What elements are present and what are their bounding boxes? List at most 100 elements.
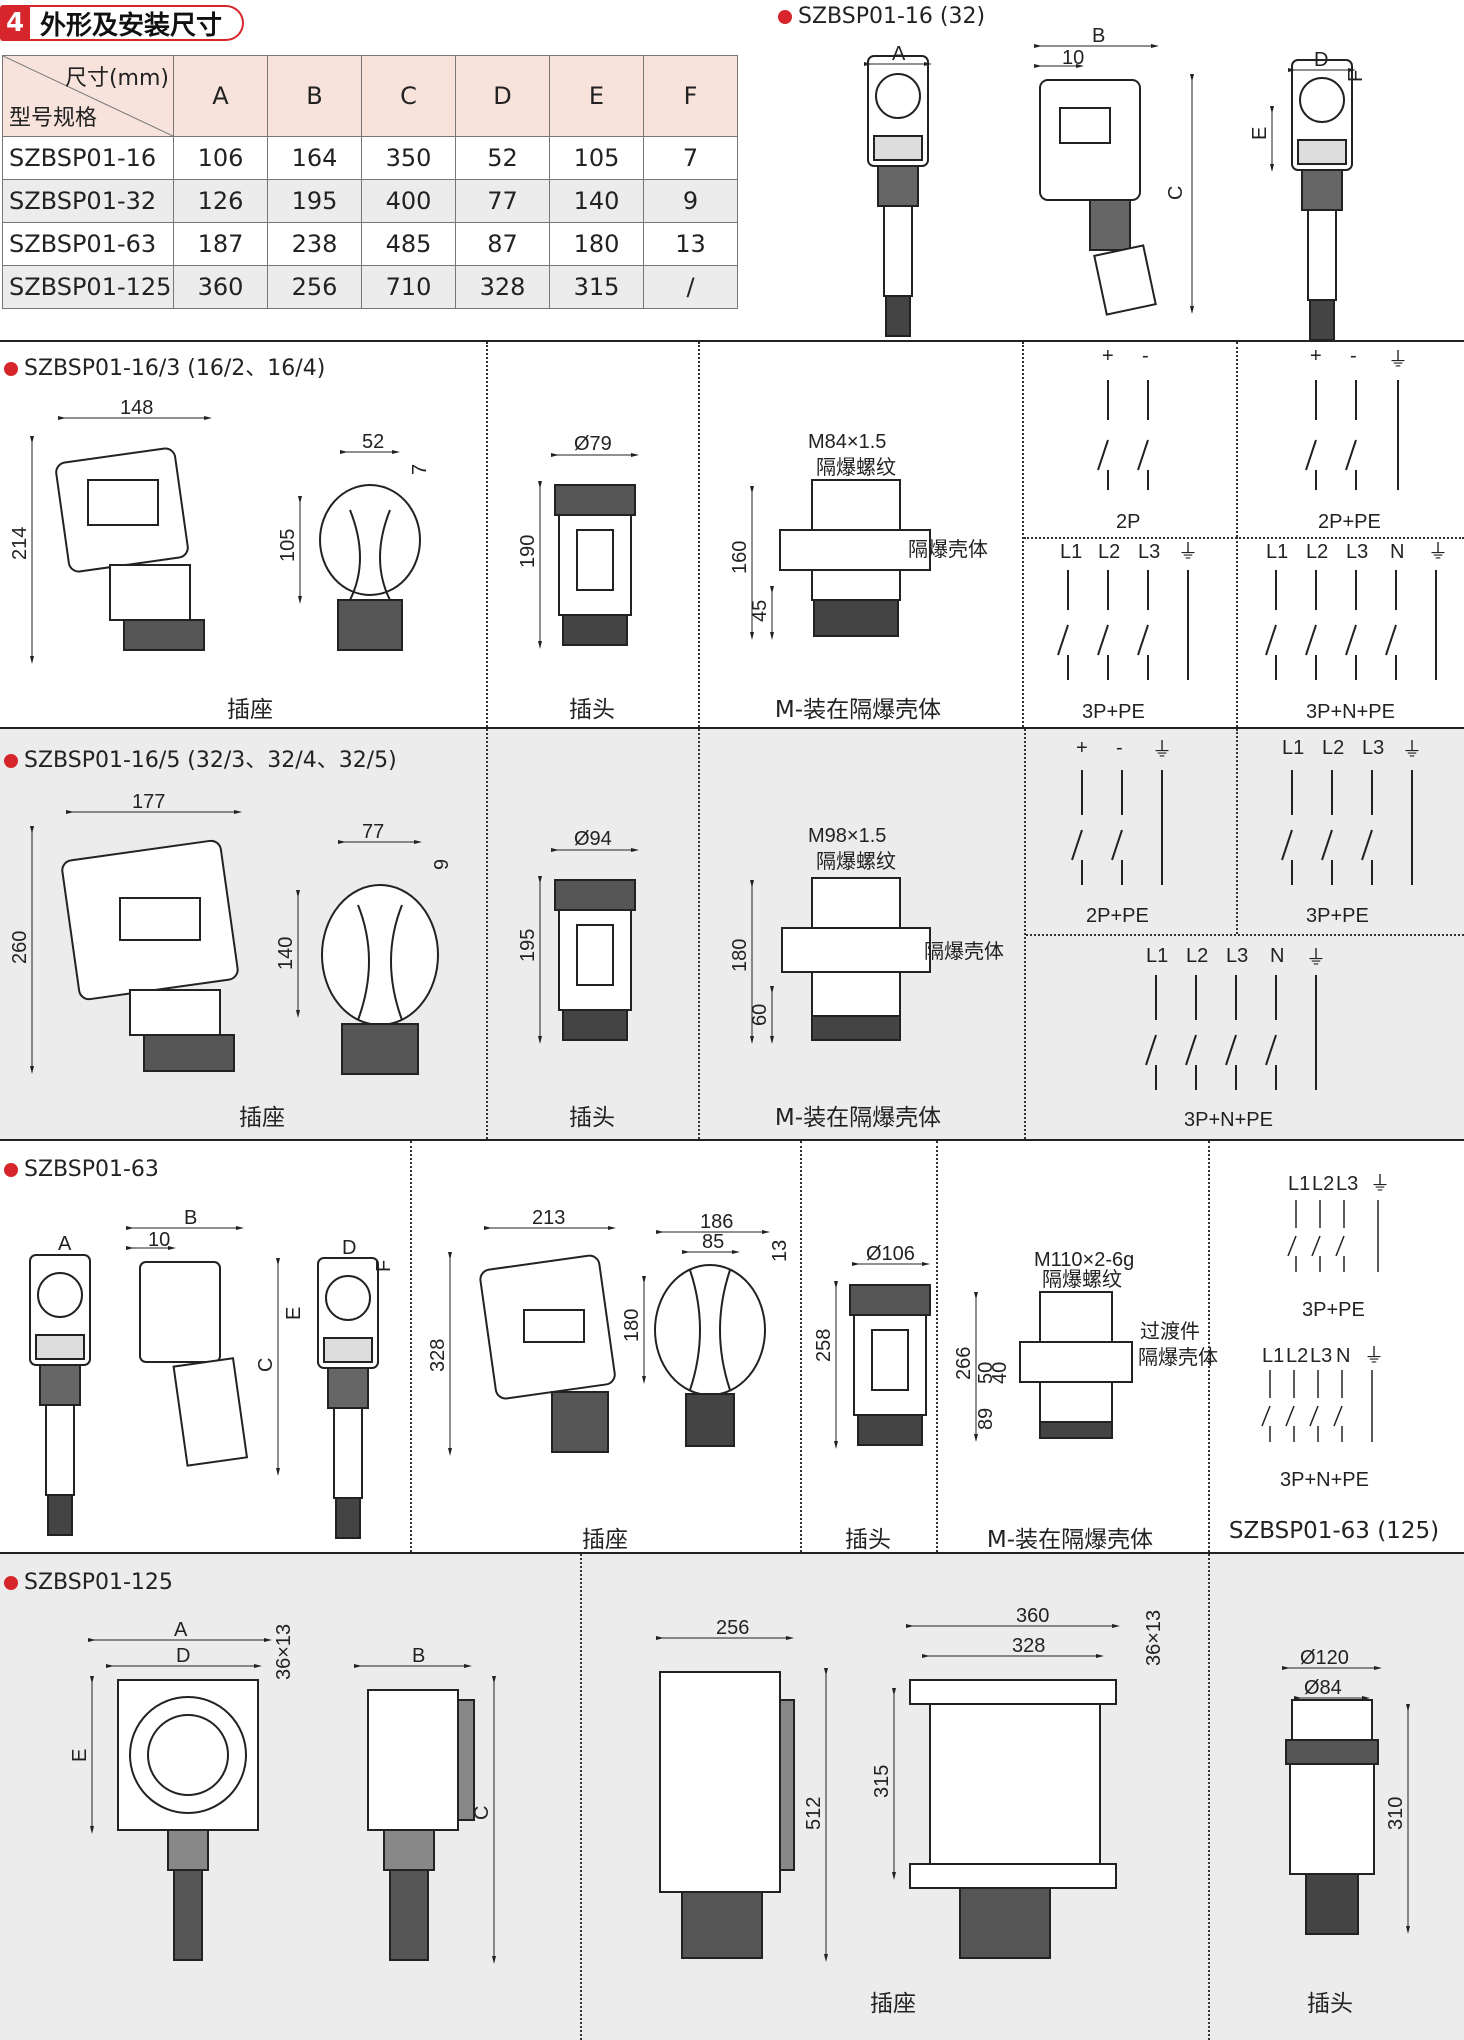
svg-text:214: 214 (9, 527, 31, 560)
svg-text:B: B (1092, 25, 1105, 47)
svg-text:+: + (1076, 737, 1088, 759)
svg-text:N: N (1336, 1345, 1350, 1367)
wiring-divider (1024, 537, 1464, 539)
value-cell: 105 (549, 136, 644, 180)
value-cell: 180 (549, 222, 644, 266)
table-corner-cell: 尺寸(mm) 型号规格 (2, 55, 174, 137)
value-cell: 7 (643, 136, 738, 180)
svg-text:190: 190 (517, 535, 539, 568)
svg-text:L2: L2 (1098, 541, 1120, 563)
corner-diagonal (3, 56, 173, 136)
svg-text:+: + (1102, 345, 1114, 367)
header-model-label: 型号规格 (9, 106, 98, 131)
table-row: SZBSP01-32 126 195 400 77 140 9 (2, 179, 738, 223)
svg-text:D: D (342, 1237, 356, 1259)
mount-caption: M-装在隔爆壳体 (774, 697, 942, 723)
mount-caption: M-装在隔爆壳体 (986, 1527, 1154, 1553)
column-divider (1024, 729, 1026, 1139)
svg-text:Ø106: Ø106 (866, 1243, 915, 1265)
svg-text:315: 315 (871, 1765, 893, 1798)
svg-text:85: 85 (702, 1231, 724, 1253)
svg-text:L3: L3 (1226, 945, 1248, 967)
column-header: D (455, 55, 550, 137)
table-row: SZBSP01-63 187 238 485 87 180 13 (2, 222, 738, 266)
column-divider (936, 1141, 938, 1552)
svg-text:F: F (373, 1260, 395, 1272)
wiring-3p-pe (1057, 570, 1189, 680)
svg-text:L1: L1 (1262, 1345, 1284, 1367)
value-cell: 256 (267, 265, 362, 309)
svg-text:隔爆螺纹: 隔爆螺纹 (1042, 1268, 1122, 1291)
svg-text:89: 89 (975, 1408, 997, 1430)
column-divider (698, 342, 700, 727)
socket-caption: 插座 (239, 1105, 285, 1131)
row-separator (0, 340, 1464, 342)
plug-caption: 插头 (569, 697, 615, 723)
svg-text:52: 52 (362, 431, 384, 453)
dimension-table: 尺寸(mm) 型号规格 A B C D E F SZBSP01-16 106 1… (2, 55, 738, 309)
row2-mount: M98×1.5 隔爆螺纹 隔爆壳体 180 60 (729, 825, 1004, 1044)
wiring-2p-pe (1305, 380, 1399, 490)
value-cell: 87 (455, 222, 550, 266)
svg-text:M98×1.5: M98×1.5 (808, 825, 886, 847)
svg-text:过渡件: 过渡件 (1140, 1320, 1200, 1343)
svg-text:45: 45 (749, 600, 771, 622)
column-header: B (267, 55, 362, 137)
svg-text:160: 160 (729, 541, 751, 574)
plug-caption: 插头 (845, 1527, 891, 1553)
svg-text:+: + (1310, 345, 1322, 367)
svg-text:Ø94: Ø94 (574, 828, 612, 850)
value-cell: 328 (455, 265, 550, 309)
socket-caption: 插座 (870, 1991, 916, 2017)
svg-text:A: A (58, 1233, 72, 1255)
svg-text:310: 310 (1385, 1797, 1407, 1830)
svg-text:L1: L1 (1146, 945, 1168, 967)
value-cell: 52 (455, 136, 550, 180)
top-front-view: A (864, 43, 932, 337)
row3-wiring (1261, 1200, 1379, 1442)
svg-text:-: - (1116, 737, 1123, 759)
column-divider (1236, 342, 1238, 537)
svg-text:-: - (1350, 345, 1357, 367)
svg-text:186: 186 (700, 1211, 733, 1233)
wiring-2p (1097, 380, 1149, 490)
svg-text:⏚: ⏚ (1388, 349, 1408, 371)
value-cell: 710 (361, 265, 456, 309)
svg-text:L3: L3 (1138, 541, 1160, 563)
plug-caption: 插头 (569, 1105, 615, 1131)
row2-plug: Ø94 195 (517, 828, 639, 1044)
top-side-view: B 10 C (1034, 25, 1194, 316)
value-cell: 195 (267, 179, 362, 223)
svg-text:L2: L2 (1306, 541, 1328, 563)
column-divider (1236, 729, 1238, 934)
svg-text:3P+PE: 3P+PE (1082, 701, 1145, 723)
svg-text:512: 512 (803, 1797, 825, 1830)
svg-text:L3: L3 (1346, 541, 1368, 563)
table-row: SZBSP01-125 360 256 710 328 315 / (2, 265, 738, 309)
row1-mount: M84×1.5 隔爆螺纹 隔爆壳体 160 45 (729, 431, 988, 640)
svg-text:3P+N+PE: 3P+N+PE (1184, 1109, 1273, 1131)
row4-socket: 256 512 360 328 36×13 315 (656, 1605, 1165, 1962)
column-header: A (173, 55, 268, 137)
wiring-3p-n-pe (1145, 975, 1317, 1090)
svg-text:36×13: 36×13 (1143, 1610, 1165, 1666)
svg-text:180: 180 (621, 1309, 643, 1342)
dim-a: A (892, 43, 906, 65)
svg-text:隔爆壳体: 隔爆壳体 (908, 538, 988, 561)
svg-text:E: E (283, 1307, 305, 1320)
svg-text:L1: L1 (1288, 1173, 1310, 1195)
svg-text:50: 50 (975, 1362, 997, 1384)
svg-text:隔爆壳体: 隔爆壳体 (1138, 1346, 1218, 1369)
svg-text:C: C (471, 1806, 493, 1820)
row-separator (0, 1139, 1464, 1141)
model-cell: SZBSP01-125 (2, 265, 174, 309)
row-separator (0, 727, 1464, 729)
row1-title: SZBSP01-16/3 (16/2、16/4) (4, 350, 325, 382)
svg-text:180: 180 (729, 939, 751, 972)
column-divider (1208, 1554, 1210, 2040)
value-cell: 360 (173, 265, 268, 309)
value-cell: 13 (643, 222, 738, 266)
row4-title: SZBSP01-125 (4, 1570, 173, 1595)
row2-title: SZBSP01-16/5 (32/3、32/4、32/5) (4, 742, 397, 774)
svg-text:256: 256 (716, 1617, 749, 1639)
